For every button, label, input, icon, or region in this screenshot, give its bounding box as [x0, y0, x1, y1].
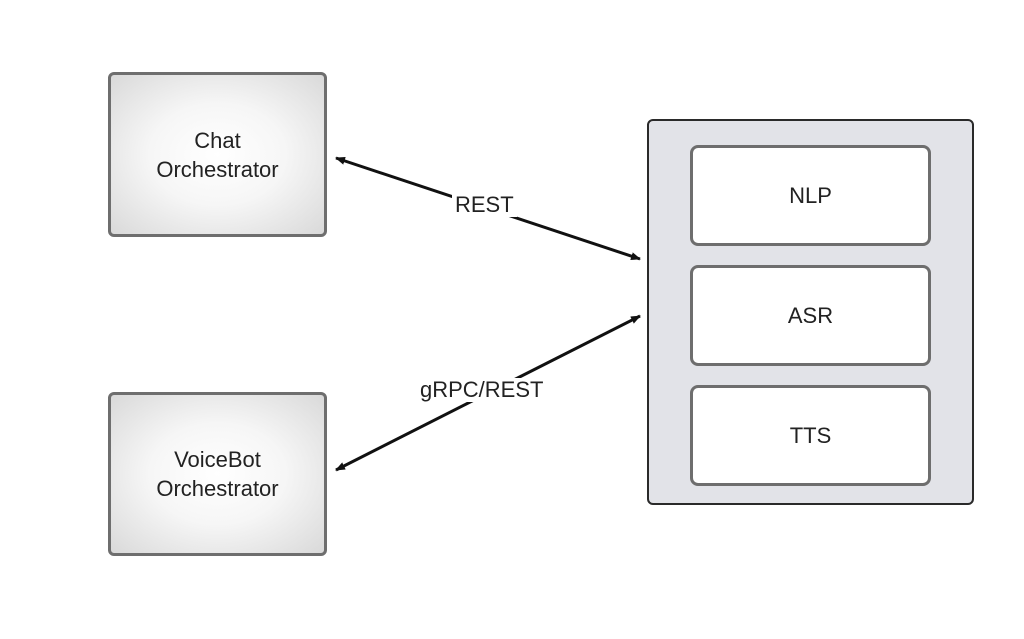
chat-orchestrator-label: Chat Orchestrator	[156, 126, 278, 184]
voicebot-orchestrator-label: VoiceBot Orchestrator	[156, 445, 278, 503]
voicebot-orchestrator-line2: Orchestrator	[156, 476, 279, 501]
chat-orchestrator-line1: Chat	[194, 127, 241, 153]
chat-orchestrator-box: Chat Orchestrator	[108, 72, 327, 237]
voicebot-orchestrator-line1: VoiceBot	[174, 447, 261, 472]
tts-service-box: TTS	[690, 385, 931, 486]
rest-edge-label: REST	[452, 193, 517, 217]
nlp-service-label: NLP	[789, 182, 832, 208]
voicebot-orchestrator-box: VoiceBot Orchestrator	[108, 392, 327, 556]
chat-orchestrator-line2: Orchestrator	[156, 156, 279, 182]
tts-service-label: TTS	[789, 422, 832, 448]
grpc-rest-edge-label: gRPC/REST	[417, 378, 547, 402]
services-container: NLP ASR TTS	[647, 119, 974, 505]
asr-service-label: ASR	[787, 302, 834, 328]
asr-service-box: ASR	[690, 265, 931, 366]
nlp-service-box: NLP	[690, 145, 931, 246]
